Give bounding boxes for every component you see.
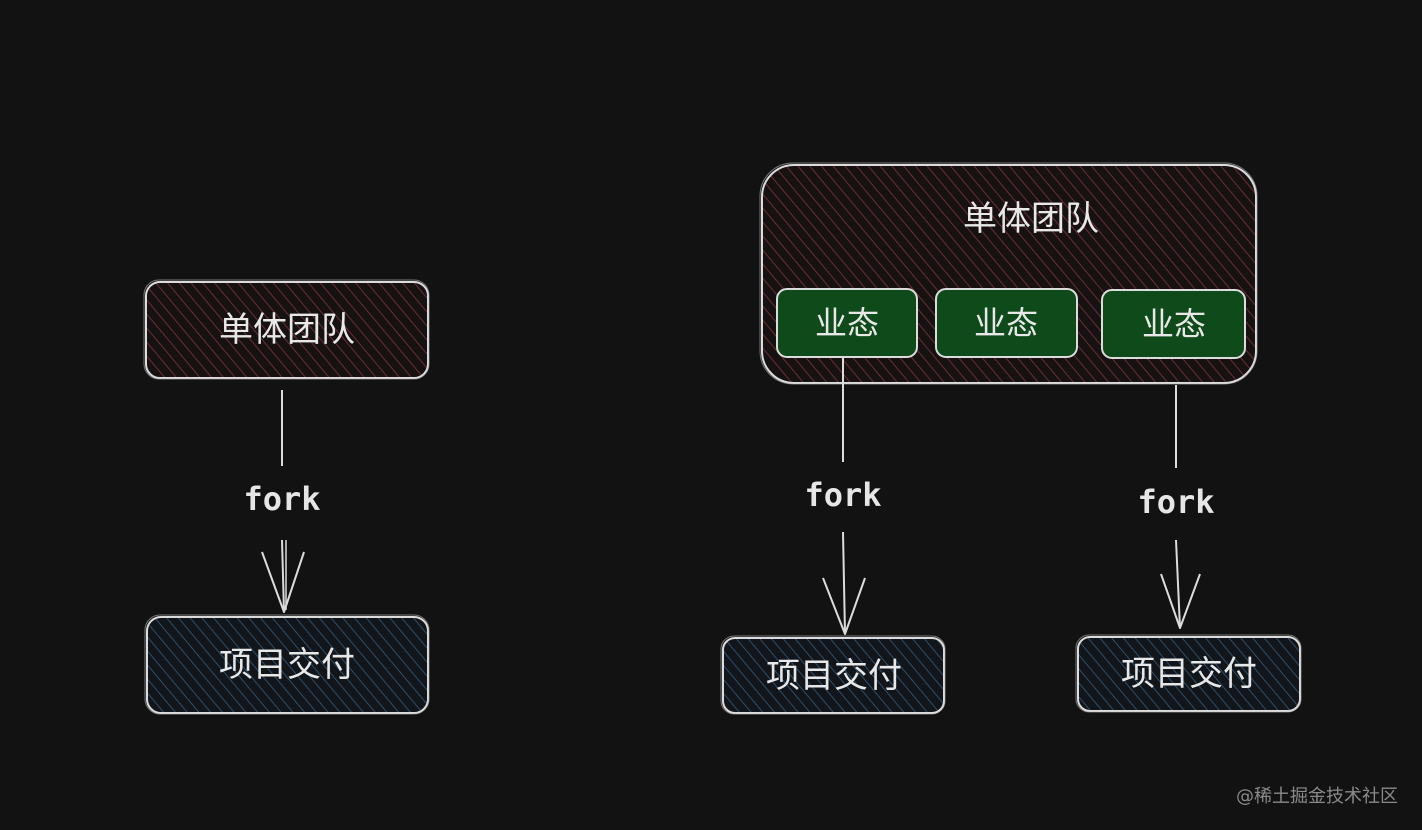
right-delivery-label-2: 项目交付 [1121,654,1257,694]
right-fork-label-1: fork [804,476,881,514]
left-team-box: 单体团队 [143,279,430,380]
business-chip-label: 业态 [1142,305,1206,343]
left-fork-label: fork [243,480,320,518]
left-team-label: 单体团队 [219,310,355,350]
business-chip-2: 业态 [935,288,1078,358]
left-delivery-label: 项目交付 [219,645,355,685]
business-chip-1: 业态 [776,288,918,358]
business-chip-3: 业态 [1101,289,1246,359]
right-fork-edge-2: fork [1137,385,1215,629]
right-delivery-box-1: 项目交付 [720,635,946,715]
right-delivery-label-1: 项目交付 [766,656,902,696]
business-chip-label: 业态 [974,304,1038,342]
right-fork-label-2: fork [1137,483,1214,521]
right-arrowhead-icon [822,577,866,635]
right-arrowhead-icon [1160,573,1201,629]
right-team-label: 单体团队 [963,199,1099,239]
left-arrowhead-icon [261,551,305,613]
business-chip-label: 业态 [815,304,879,342]
right-fork-edge-1: fork [804,358,882,635]
left-diagram: 单体团队 fork 项目交付 [143,279,430,715]
left-delivery-box: 项目交付 [144,614,430,715]
right-diagram: 单体团队 业态 业态 业态 fork fork [720,162,1302,715]
watermark-text: @稀土掘金技术社区 [1236,786,1398,807]
left-fork-edge: fork [243,390,321,613]
right-delivery-box-2: 项目交付 [1075,634,1302,713]
